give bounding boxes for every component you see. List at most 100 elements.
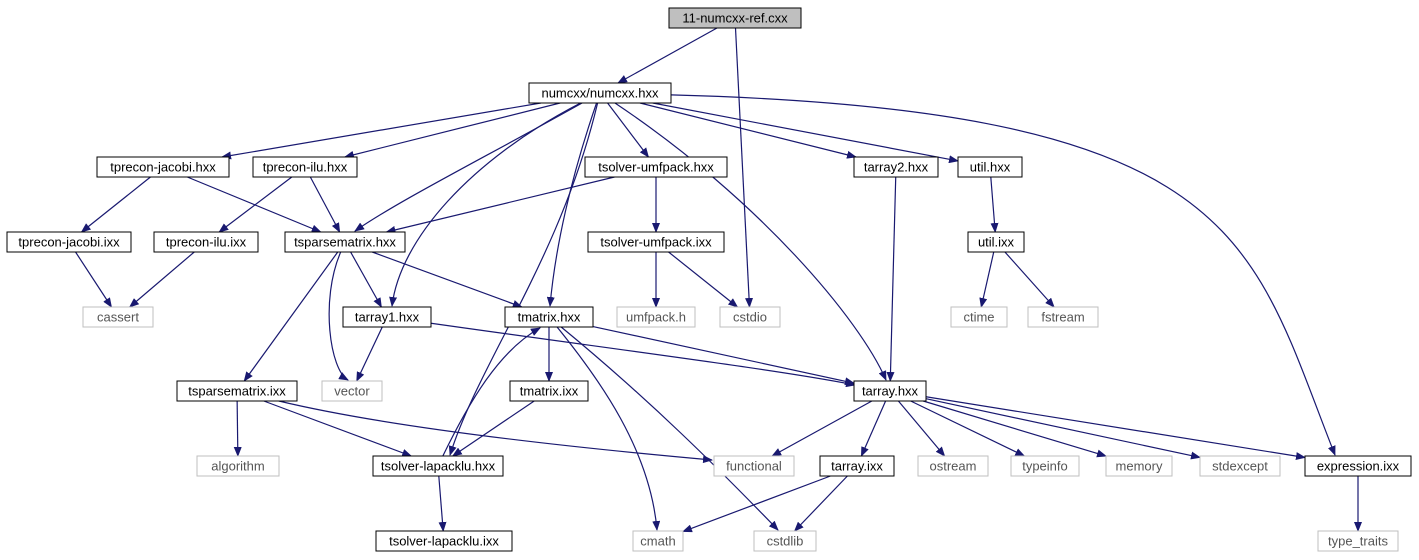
node-jacobi_i[interactable]: tprecon-jacobi.ixx bbox=[6, 231, 132, 253]
node-sparse_h[interactable]: tsparsematrix.hxx bbox=[284, 231, 406, 253]
edge-ilu_h-to-ilu_i bbox=[218, 176, 293, 233]
node-box bbox=[509, 380, 589, 402]
node-label: 11-numcxx-ref.cxx bbox=[682, 11, 788, 26]
node-box bbox=[668, 7, 802, 29]
node-label: expression.ixx bbox=[1317, 459, 1400, 474]
edge-numcxx-to-tarray1 bbox=[389, 102, 581, 307]
node-sparse_i[interactable]: tsparsematrix.ixx bbox=[176, 380, 298, 402]
node-label: memory bbox=[1116, 459, 1163, 474]
node-label: type_traits bbox=[1328, 534, 1388, 549]
node-box bbox=[587, 231, 725, 253]
node-label: algorithm bbox=[211, 459, 264, 474]
edge-numcxx-to-tmatrix_h bbox=[546, 102, 598, 307]
node-label: tsparsematrix.ixx bbox=[188, 384, 286, 399]
node-box bbox=[1010, 455, 1080, 477]
node-label: tsolver-umfpack.hxx bbox=[598, 160, 714, 175]
edge-tarray_h-to-functional bbox=[771, 400, 873, 457]
node-label: tmatrix.hxx bbox=[518, 310, 581, 325]
edge-sparse_i-to-lapack_h bbox=[263, 400, 413, 457]
node-box bbox=[176, 380, 298, 402]
node-label: numcxx/numcxx.hxx bbox=[541, 86, 659, 101]
node-label: tarray.hxx bbox=[862, 384, 919, 399]
node-box bbox=[1304, 455, 1412, 477]
node-label: tsolver-lapacklu.hxx bbox=[381, 459, 496, 474]
node-label: tarray2.hxx bbox=[864, 160, 929, 175]
edge-tarray_h-to-memory bbox=[923, 400, 1107, 458]
node-label: tarray1.hxx bbox=[355, 310, 420, 325]
node-tmatrix_i[interactable]: tmatrix.ixx bbox=[509, 380, 589, 402]
node-lapack_i[interactable]: tsolver-lapacklu.ixx bbox=[375, 530, 513, 552]
node-umf_h[interactable]: tsolver-umfpack.hxx bbox=[584, 156, 728, 178]
node-tarray_h[interactable]: tarray.hxx bbox=[853, 380, 927, 402]
node-tarray1[interactable]: tarray1.hxx bbox=[342, 306, 432, 328]
edge-jacobi_h-to-sparse_h bbox=[187, 176, 322, 233]
edge-tmatrix_h-to-tarray_h bbox=[592, 325, 855, 386]
node-box bbox=[1317, 530, 1399, 552]
node-cstdio: cstdio bbox=[719, 306, 781, 328]
edge-util_i-to-ctime bbox=[979, 251, 995, 308]
node-util_h[interactable]: util.hxx bbox=[957, 156, 1023, 178]
node-box bbox=[1105, 455, 1173, 477]
node-label: tprecon-ilu.hxx bbox=[263, 160, 348, 175]
node-tmatrix_h[interactable]: tmatrix.hxx bbox=[504, 306, 594, 328]
node-label: vector bbox=[334, 384, 370, 399]
node-util_i[interactable]: util.ixx bbox=[967, 231, 1025, 253]
node-lapack_h[interactable]: tsolver-lapacklu.hxx bbox=[372, 455, 504, 477]
node-tarray_i[interactable]: tarray.ixx bbox=[819, 455, 895, 477]
node-ctime: ctime bbox=[950, 306, 1008, 328]
edge-tarray1-to-vector bbox=[356, 326, 383, 382]
edge-tarray2-to-tarray_h bbox=[886, 176, 897, 382]
edge-tarray_h-to-typeinfo bbox=[910, 400, 1026, 457]
node-box bbox=[950, 306, 1008, 328]
node-root[interactable]: 11-numcxx-ref.cxx bbox=[668, 7, 802, 29]
edge-numcxx-to-jacobi_h bbox=[221, 102, 542, 160]
node-box bbox=[713, 455, 795, 477]
edge-util_h-to-util_i bbox=[990, 176, 999, 233]
edge-sparse_h-to-sparse_i bbox=[243, 251, 339, 382]
node-numcxx[interactable]: numcxx/numcxx.hxx bbox=[528, 82, 672, 104]
edge-tarray_i-to-cmath bbox=[682, 475, 831, 533]
node-ilu_h[interactable]: tprecon-ilu.hxx bbox=[252, 156, 358, 178]
edge-lapack_h-to-tmatrix_h bbox=[442, 327, 541, 457]
node-box bbox=[321, 380, 383, 402]
node-box bbox=[917, 455, 989, 477]
edge-numcxx-to-ilu_h bbox=[343, 102, 561, 159]
node-umf_i[interactable]: tsolver-umfpack.ixx bbox=[587, 231, 725, 253]
edge-umf_i-to-cstdio bbox=[668, 251, 739, 308]
node-box bbox=[196, 455, 280, 477]
node-tarray2[interactable]: tarray2.hxx bbox=[853, 156, 939, 178]
node-umfpack: umfpack.h bbox=[616, 306, 696, 328]
edge-ilu_i-to-cassert bbox=[128, 251, 195, 308]
node-jacobi_h[interactable]: tprecon-jacobi.hxx bbox=[96, 156, 230, 178]
node-box bbox=[967, 231, 1025, 253]
node-label: stdexcept bbox=[1212, 459, 1268, 474]
node-box bbox=[82, 306, 154, 328]
node-box bbox=[753, 530, 817, 552]
node-stdexcept: stdexcept bbox=[1199, 455, 1281, 477]
node-ilu_i[interactable]: tprecon-ilu.ixx bbox=[153, 231, 259, 253]
node-label: tmatrix.ixx bbox=[520, 384, 579, 399]
edge-tarray_h-to-stdexcept bbox=[925, 398, 1201, 460]
node-box bbox=[252, 156, 358, 178]
node-label: cstdlib bbox=[767, 534, 804, 549]
node-box bbox=[584, 156, 728, 178]
node-label: functional bbox=[726, 459, 782, 474]
node-box bbox=[96, 156, 230, 178]
edge-layer bbox=[75, 27, 1362, 533]
edge-jacobi_i-to-cassert bbox=[75, 251, 113, 308]
edge-util_i-to-fstream bbox=[1004, 251, 1055, 308]
node-box bbox=[284, 231, 406, 253]
node-layer: 11-numcxx-ref.cxx numcxx/numcxx.hxx tpreco… bbox=[6, 7, 1412, 552]
node-vector: vector bbox=[321, 380, 383, 402]
node-box bbox=[6, 231, 132, 253]
node-memory: memory bbox=[1105, 455, 1173, 477]
node-type_traits: type_traits bbox=[1317, 530, 1399, 552]
node-label: util.ixx bbox=[978, 235, 1015, 250]
node-label: ctime bbox=[963, 310, 994, 325]
node-box bbox=[853, 380, 927, 402]
edge-sparse_i-to-functional bbox=[278, 400, 713, 464]
edge-root-to-cstdio bbox=[734, 27, 754, 308]
node-expr_i[interactable]: expression.ixx bbox=[1304, 455, 1412, 477]
node-box bbox=[375, 530, 513, 552]
